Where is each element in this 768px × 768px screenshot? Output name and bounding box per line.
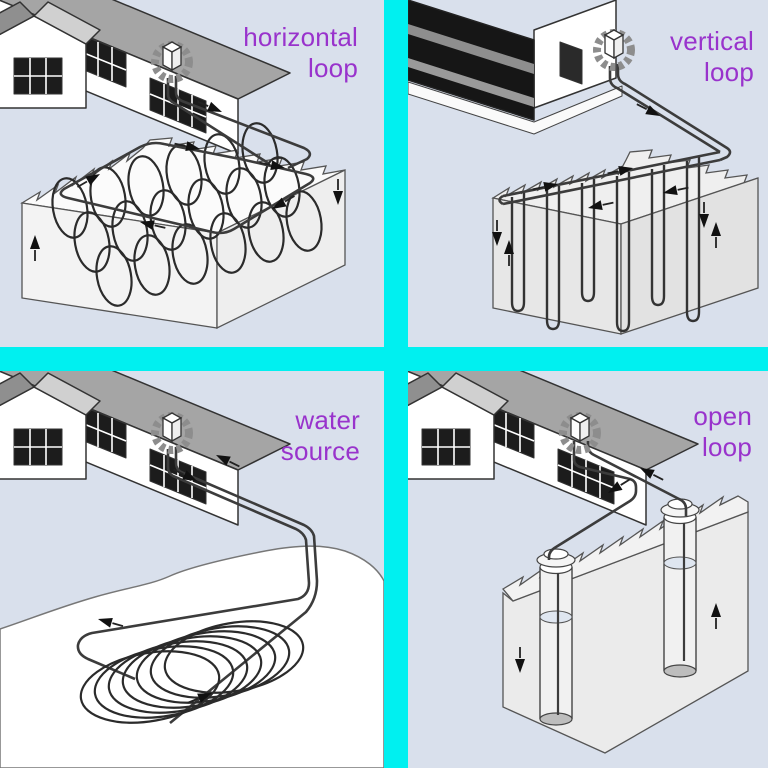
panel-horizontal-loop: horizontal loop (0, 0, 384, 347)
house-icon (0, 371, 291, 526)
u-tube-icon (510, 157, 701, 333)
well-icon (536, 498, 700, 726)
ground-block (20, 137, 346, 330)
label-horizontal-loop: horizontal loop (243, 22, 358, 84)
open-loop-illustration (408, 371, 749, 754)
office-building-icon (408, 0, 623, 135)
panel-water-source: water source (0, 371, 384, 768)
house-icon (408, 371, 699, 526)
label-line: source (280, 436, 360, 466)
horizontal-loop-illustration (0, 0, 346, 330)
panel-vertical-loop: vertical loop (408, 0, 768, 347)
water-source-illustration (0, 371, 384, 768)
ground-block (491, 149, 759, 335)
pond-icon (0, 545, 384, 768)
pipe-run (547, 441, 688, 715)
pipe-run (76, 447, 319, 725)
label-line: water (295, 405, 360, 435)
slinky-coil-icon (51, 122, 323, 307)
pipe-run (59, 76, 315, 235)
label-line: loop (702, 432, 752, 462)
label-vertical-loop: vertical loop (670, 26, 754, 88)
label-open-loop: open loop (693, 401, 752, 463)
label-line: vertical (670, 26, 754, 56)
label-line: loop (308, 53, 358, 83)
label-line: horizontal (243, 22, 358, 52)
label-water-source: water source (281, 405, 360, 467)
slinky-coil-icon (79, 620, 305, 724)
panel-open-loop: open loop (408, 371, 768, 768)
label-line: loop (704, 57, 754, 87)
vertical-loop-illustration (408, 0, 759, 335)
label-line: open (693, 401, 752, 431)
